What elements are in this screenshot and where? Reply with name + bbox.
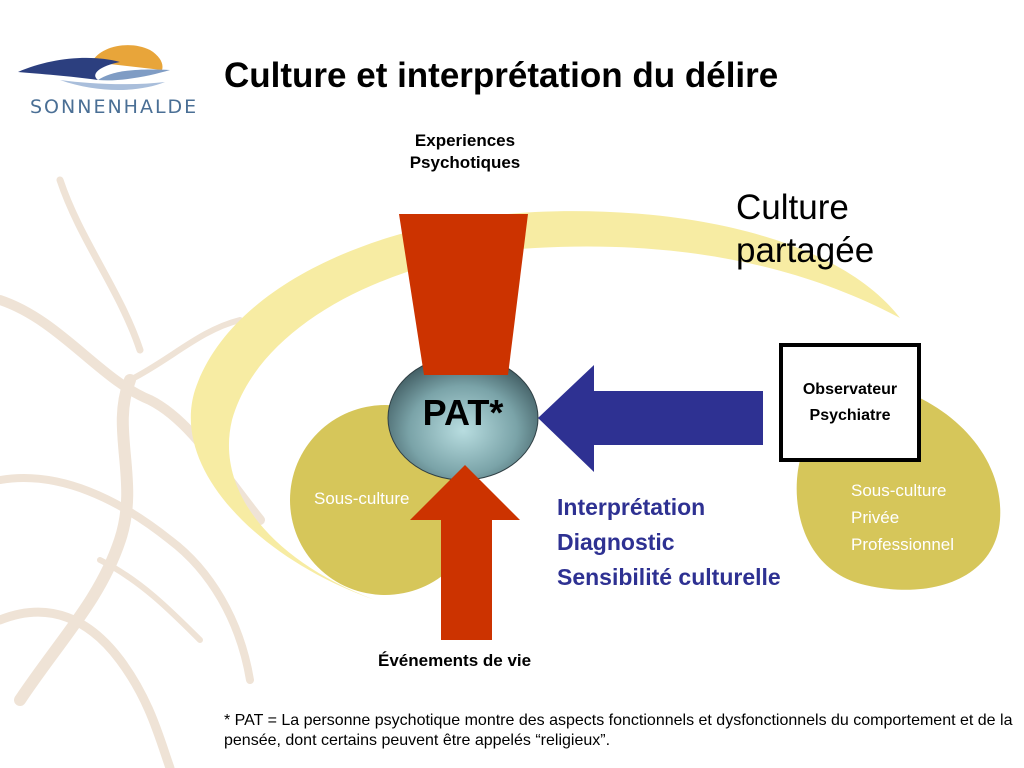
slide-title: Culture et interprétation du délire [224, 56, 779, 95]
pat-label: PAT* [422, 392, 504, 433]
subculture-right-line-1: Sous-culture [851, 481, 947, 500]
shared-culture-line-1: Culture [736, 188, 849, 227]
footnote: * PAT = La personne psychotique montre d… [224, 712, 1013, 749]
interpretation-line-2: Diagnostic [557, 529, 675, 555]
interpretation-list: Interprétation Diagnostic Sensibilité cu… [557, 490, 781, 595]
observer-box: Observateur Psychiatre [779, 343, 921, 462]
sonnenhalde-logo [18, 45, 170, 90]
interpretation-line-3: Sensibilité culturelle [557, 564, 781, 590]
shared-culture-label: Culture partagée [736, 186, 874, 272]
life-events-arrow [410, 465, 520, 640]
interpretation-line-1: Interprétation [557, 494, 706, 520]
experiences-line-1: Experiences [414, 131, 516, 150]
experiences-line-2: Psychotiques [409, 153, 521, 172]
observer-arrow [538, 365, 763, 472]
observer-line-2: Psychiatre [809, 406, 891, 424]
subculture-right-line-3: Professionnel [851, 535, 955, 554]
subculture-right-label: Sous-culture Privée Professionnel [851, 477, 954, 558]
logo-text: SONNENHALDE [30, 96, 199, 118]
experiences-funnel-arrow [399, 214, 528, 375]
life-events-label: Événements de vie [378, 651, 532, 670]
shared-culture-line-2: partagée [736, 231, 875, 270]
observer-line-1: Observateur [802, 380, 898, 398]
subculture-left-label: Sous-culture [314, 489, 410, 508]
experiences-label: Experiences Psychotiques [380, 130, 550, 174]
subculture-right-line-2: Privée [851, 508, 900, 527]
